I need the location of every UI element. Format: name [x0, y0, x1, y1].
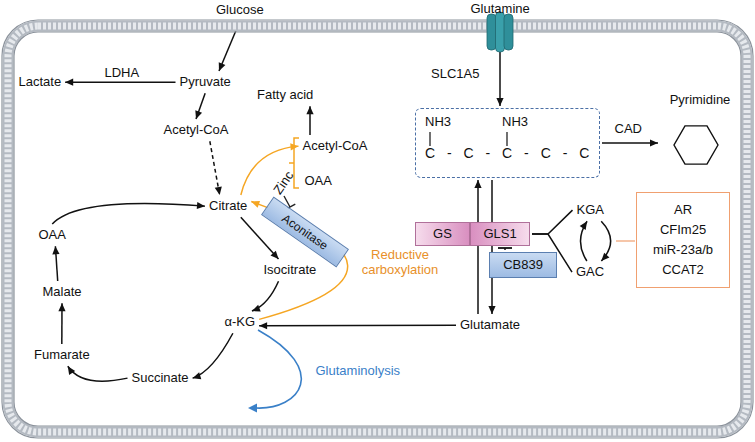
isoform: GAC — [574, 263, 606, 281]
node-text: OAA — [39, 227, 66, 243]
edge-label: LDHA — [104, 65, 141, 80]
enzyme-box: GLS1 — [470, 222, 530, 246]
node-text: Glutamate — [460, 317, 520, 333]
node-text: AR — [674, 200, 692, 220]
node-text: Fumarate — [34, 347, 90, 363]
membrane-outer — [2, 20, 753, 438]
connector — [210, 141, 222, 195]
node-text: KGA — [577, 202, 604, 218]
metabolite: Glucose — [214, 1, 266, 19]
node-text: Citrate — [209, 198, 247, 214]
node-text: GAC — [576, 264, 604, 280]
node-text: α-KG — [225, 314, 256, 330]
connector — [306, 106, 313, 135]
edge-label: CAD — [614, 121, 643, 136]
node-text: GS — [433, 226, 452, 242]
metabolite: Lactate — [17, 73, 64, 91]
node-text: Isocitrate — [264, 262, 317, 278]
connector — [259, 322, 456, 329]
metabolite: Citrate — [207, 197, 249, 215]
node-text: Aconitase — [279, 211, 331, 254]
connector — [65, 79, 175, 86]
connector — [532, 210, 573, 234]
connector — [601, 221, 610, 261]
enzyme-box: GS — [415, 222, 470, 246]
membrane-inner — [14, 32, 741, 426]
node-text: Acetyl-CoA — [303, 138, 368, 154]
metabolite: Isocitrate — [262, 261, 319, 279]
node-text: CCAT2 — [662, 260, 704, 280]
node-text: NH3 — [502, 114, 528, 130]
edge-label: Reductive carboxylation — [353, 247, 447, 277]
membrane — [8, 26, 747, 432]
node-text: Malate — [43, 284, 82, 300]
product-icon: Pyrimidine — [660, 92, 740, 174]
node-text: Acetyl-CoA — [164, 122, 229, 138]
metabolite: Succinate — [130, 369, 191, 387]
connector — [488, 180, 495, 314]
metabolite: Acetyl-CoA — [162, 121, 231, 139]
node-text: Glutamine — [471, 1, 530, 17]
metabolite: α-KG — [223, 313, 258, 331]
node-text: Lactate — [19, 74, 62, 90]
metabolite: Malate — [41, 283, 84, 301]
inhibitor-box: CB839 — [489, 252, 557, 278]
node-text: Fatty acid — [257, 87, 313, 103]
connector — [195, 93, 205, 119]
node-text: Pyrimidine — [660, 92, 740, 108]
regulator-box: ARCFIm25miR-23a/bCCAT2 — [636, 192, 730, 288]
transporter — [487, 12, 513, 52]
metabolite: Fatty acid — [255, 86, 315, 104]
connector — [474, 180, 481, 314]
connector — [580, 221, 587, 261]
node-text: miR-23a/b — [653, 240, 713, 260]
metabolite: Pyruvate — [178, 73, 233, 91]
connector — [498, 248, 512, 250]
glutaminolysis-curve — [256, 330, 301, 408]
pathway-name: Glutaminolysis — [316, 363, 401, 378]
node-text: Pyruvate — [180, 74, 231, 90]
connector — [52, 246, 59, 281]
metabolite: Acetyl-CoA — [301, 137, 370, 155]
metabolite: Glutamine — [469, 0, 532, 18]
connector — [193, 333, 233, 379]
node-text: CFIm25 — [660, 220, 706, 240]
node-text: NH3 — [425, 114, 451, 130]
metabolite: Fumarate — [32, 346, 92, 364]
cofactor-name: Zinc — [270, 168, 296, 197]
isoform: KGA — [575, 201, 606, 219]
metabolite: OAA — [303, 172, 334, 190]
membrane-lipids — [8, 26, 747, 432]
node-text: GLS1 — [483, 226, 516, 242]
connector — [252, 281, 279, 311]
node-text: C - C - C - C - C — [425, 145, 589, 163]
metabolite: OAA — [37, 226, 68, 244]
node-text: OAA — [305, 173, 332, 189]
node-text: CB839 — [503, 257, 543, 273]
transporter-name: SLC1A5 — [431, 66, 479, 81]
arrowhead — [248, 404, 257, 413]
connector — [602, 139, 658, 146]
metabolite: Glutamate — [458, 316, 522, 334]
node-text: Succinate — [132, 370, 189, 386]
node-text: Glucose — [216, 2, 264, 18]
connector — [58, 303, 65, 344]
structure-box: NH3 NH3 C - C - C - C - C — [415, 108, 600, 178]
leader-line — [616, 240, 635, 241]
connector — [68, 366, 128, 381]
connector — [52, 202, 205, 224]
